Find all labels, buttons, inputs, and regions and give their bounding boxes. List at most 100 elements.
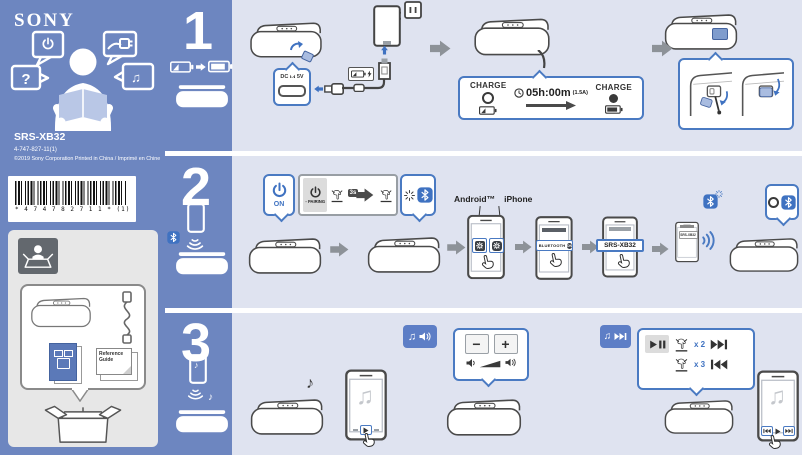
wireless-waves-icon [701,228,717,253]
next-track-icon [710,339,728,350]
volume-buttons-callout: − + [453,328,529,388]
bluetooth-on-pill: ON [566,242,572,249]
player-skip-controls [761,426,795,436]
bluetooth-badge-icon [167,231,180,244]
connected-device-row: SRS-XB32 [678,231,698,239]
device-list-item: SRS-XB32 [596,239,644,252]
next-track-icon [785,428,793,434]
prev-button-box [761,426,773,436]
open-box-icon [44,405,122,443]
plug-direction-arrow-icon [314,85,323,93]
music-volume-badge: ♫ [403,325,437,348]
speaker-illustration [662,398,736,436]
contents-callout-tail [70,388,90,402]
next-step-arrow-icon [447,240,466,255]
speaker-illustration [248,397,326,437]
unboxing-chip [18,238,58,274]
copyright-line: ©2019 Sony Corporation Printed in China … [14,156,161,162]
close-cap-detail [741,72,784,116]
cable-icon [107,38,133,50]
double-press-label: x 2 [694,339,706,349]
battery-full-icon [605,105,623,114]
dc-in-callout: DC IN 5V [273,61,311,106]
step1-number: 1 [183,1,214,61]
press-hold-icon [330,188,344,203]
volume-down-button: − [464,334,489,354]
unplug-cable-detail [689,72,732,116]
speaker-silhouette-icon [175,252,229,275]
press-icon [674,337,689,352]
part-number: 4-747-827-11(1) [14,147,57,153]
usb-a-plug [378,58,391,80]
speaker-illustration [443,397,525,438]
device-list-name: SRS-XB32 [604,242,636,249]
bluetooth-setting-label: BLUETOOTH [538,243,566,248]
music-note-icon: ♪ [208,392,213,403]
battery-low-icon [479,106,497,115]
barcode-bars [15,181,127,205]
wireless-waves-icon [186,389,206,402]
speaker-illustration [727,236,801,274]
progress-arrow-icon [525,100,576,110]
wireless-waves-icon [184,238,206,252]
cap-close-callout [678,51,794,130]
next-step-arrow-icon [652,40,673,57]
bluetooth-badge-icon [781,195,796,210]
row-separator-1 [165,151,802,156]
music-bubble [121,62,155,91]
person-reading-illustration [10,30,155,131]
charge-arrow-icon [196,63,206,71]
ac-adapter [373,5,401,47]
question-bubble [10,64,42,91]
plug-up-arrow-icon [381,46,389,55]
question-mark-icon: ? [21,70,31,88]
gear-icon [476,242,484,250]
indicator-led [767,196,779,208]
volume-high-icon [505,357,517,368]
pairing-label: - PAIRING [305,199,326,204]
battery-icon [351,70,366,78]
ios-settings-icon-box [489,238,504,253]
speaker-silhouette-icon [175,85,229,108]
pairing-button-chip: - PAIRING [303,178,328,212]
release-icon [379,188,393,203]
screen-header-bar [542,228,566,232]
hold-3s-arrow: 3s [347,186,376,204]
music-notes-icon: ♫ [768,383,786,410]
power-on-label: ON [273,201,285,208]
speaker-silhouette-icon [175,410,229,433]
model-name: SRS-XB32 [14,131,66,143]
next-step-arrow-icon [652,242,669,256]
play-pause-icon [649,340,666,349]
android-label: Android™ [454,194,496,204]
clock-icon [514,88,524,98]
speaker-contents-icon [29,296,93,329]
gear-icon [493,242,501,250]
charging-state: CHARGE [470,81,506,115]
volume-up-button: + [493,334,518,354]
music-skip-badge: ♫ [600,325,631,348]
previous-track-icon [763,428,771,434]
step2-content: ON - PAIRING 3s Android™ [232,156,802,308]
music-note-icon: ♪ [194,360,199,370]
previous-track-icon [710,359,728,370]
step3-content: ♪ ♫ ♫ − + [232,313,802,455]
music-note-icon: ♫ [131,69,141,85]
playback-controls-callout: x 2 x 3 [637,328,755,397]
wall-outlet [404,1,422,19]
cap-highlight [712,28,728,40]
power-icon [309,186,322,199]
iphone-label: iPhone [504,194,533,204]
barcode-text: * 4 7 4 7 8 2 7 1 1 * (1) [15,206,131,213]
power-icon [42,37,54,50]
next-button-box [783,426,795,436]
volume-wedge-icon [478,360,502,368]
contents-box: Reference Guide [20,284,146,390]
reference-guide-doc: Reference Guide [96,348,132,375]
battery-full-icon [208,60,233,73]
charge-time: 05h:00m [526,86,571,99]
package-contents-panel: Reference Guide [8,230,158,447]
usb-cable [342,78,386,92]
unboxing-person-icon [22,245,54,268]
